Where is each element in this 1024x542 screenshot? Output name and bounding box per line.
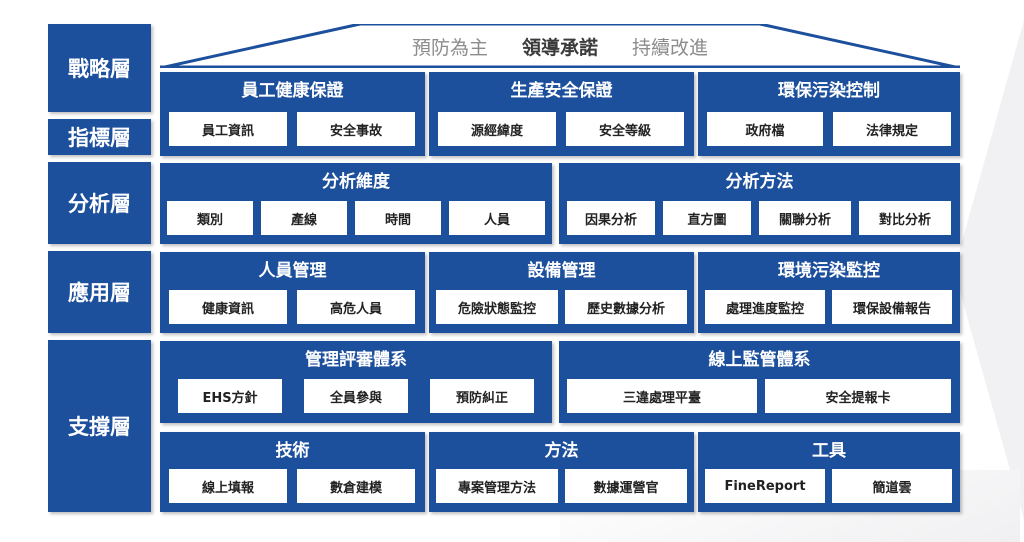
chip-item: 線上填報 <box>169 469 287 503</box>
chip-item: 安全提報卡 <box>765 379 951 413</box>
roof-slogans: 預防為主 領導承諾 持續改進 <box>160 24 960 68</box>
chip-item: 數據運營官 <box>565 469 687 503</box>
chip-item: EHS方針 <box>178 379 282 413</box>
panel-title: 生產安全保證 <box>510 80 613 101</box>
chip-item: 安全事故 <box>297 112 415 146</box>
panel-analysis-dimension: 分析維度 類別 產線 時間 人員 <box>160 163 552 244</box>
panel-analysis-method: 分析方法 因果分析 直方圖 關聯分析 對比分析 <box>559 163 960 244</box>
panel-technology: 技術 線上填報 數倉建模 <box>160 432 425 512</box>
chip-item: 健康資訊 <box>169 290 287 324</box>
roof-slogan-left: 預防為主 <box>411 36 488 59</box>
chip-item: 對比分析 <box>859 201 951 235</box>
background-shape-right <box>954 20 1024 520</box>
panel-title: 分析方法 <box>725 171 794 192</box>
chip-item: 人員 <box>449 201 545 235</box>
panel-title: 工具 <box>812 440 846 461</box>
roof-slogan-center: 領導承諾 <box>521 36 598 59</box>
chip-item: 危險狀態監控 <box>436 290 558 324</box>
chip-item: 關聯分析 <box>759 201 851 235</box>
chip-item: 歷史數據分析 <box>565 290 687 324</box>
panel-tools: 工具 FineReport 簡道雲 <box>698 432 960 512</box>
chip-item: 三違處理平臺 <box>567 379 757 413</box>
chip-item: 產線 <box>261 201 347 235</box>
chip-item: 時間 <box>355 201 441 235</box>
layer-label-support: 支撐層 <box>48 340 151 512</box>
panel-online-supervision: 線上監管體系 三違處理平臺 安全提報卡 <box>559 341 960 423</box>
chip-item: 政府檔 <box>707 112 823 146</box>
panel-title: 管理評審體系 <box>305 349 407 370</box>
layer-label-analysis: 分析層 <box>48 162 151 244</box>
chip-item: 數倉建模 <box>297 469 415 503</box>
chip-item: 類別 <box>167 201 253 235</box>
chip-item: FineReport <box>705 469 825 503</box>
chip-item: 安全等級 <box>566 112 684 146</box>
chip-item: 環保設備報告 <box>832 290 952 324</box>
chip-item: 因果分析 <box>567 201 655 235</box>
chip-item: 法律規定 <box>833 112 951 146</box>
panel-method: 方法 專案管理方法 數據運營官 <box>429 432 694 512</box>
panel-title: 方法 <box>544 440 579 461</box>
panel-production-safety: 生產安全保證 源經緯度 安全等級 <box>429 72 694 156</box>
panel-title: 環境污染監控 <box>778 260 880 281</box>
panel-personnel-management: 人員管理 健康資訊 高危人員 <box>160 252 425 333</box>
panel-title: 分析維度 <box>322 171 390 192</box>
panel-title: 員工健康保證 <box>241 80 344 101</box>
chip-item: 直方圖 <box>663 201 751 235</box>
chip-item: 預防糾正 <box>430 379 534 413</box>
panel-title: 設備管理 <box>527 260 596 281</box>
roof-banner <box>160 24 960 68</box>
panel-pollution-control: 環保污染控制 政府檔 法律規定 <box>698 72 960 156</box>
panel-title: 人員管理 <box>258 260 327 281</box>
chip-item: 專案管理方法 <box>436 469 558 503</box>
panel-title: 環保污染控制 <box>778 80 880 101</box>
chip-item: 員工資訊 <box>169 112 287 146</box>
panel-title: 線上監管體系 <box>708 349 811 370</box>
panel-employee-health: 員工健康保證 員工資訊 安全事故 <box>160 72 425 156</box>
layer-label-strategy: 戰略層 <box>48 24 151 112</box>
panel-environment-monitoring: 環境污染監控 處理進度監控 環保設備報告 <box>698 252 960 333</box>
chip-item: 源經緯度 <box>438 112 556 146</box>
chip-item: 處理進度監控 <box>705 290 825 324</box>
panel-management-review: 管理評審體系 EHS方針 全員參與 預防糾正 <box>160 341 552 423</box>
chip-item: 全員參與 <box>304 379 408 413</box>
roof-slogan-right: 持續改進 <box>632 36 709 59</box>
chip-item: 高危人員 <box>297 290 415 324</box>
panel-equipment-management: 設備管理 危險狀態監控 歷史數據分析 <box>429 252 694 333</box>
panel-title: 技術 <box>275 440 310 461</box>
layer-label-indicator: 指標層 <box>48 119 151 155</box>
layer-label-application: 應用層 <box>48 251 151 333</box>
chip-item: 簡道雲 <box>832 469 952 503</box>
